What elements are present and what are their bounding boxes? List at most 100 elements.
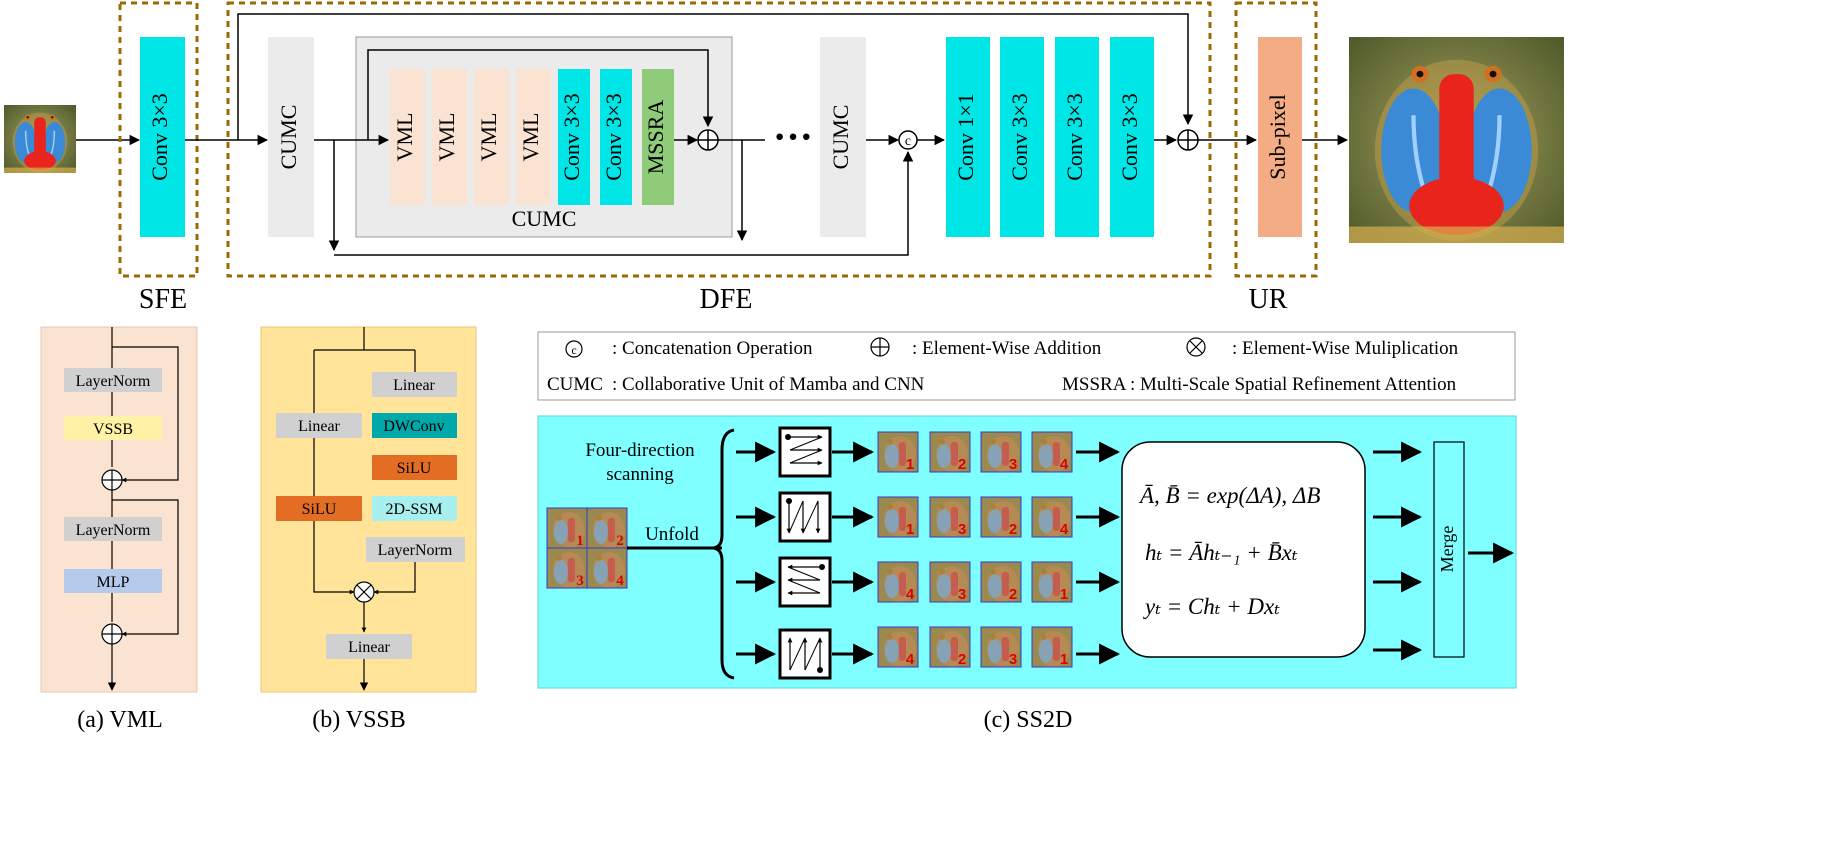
svg-text:SiLU: SiLU: [302, 501, 337, 518]
conv-right-1: [946, 37, 990, 237]
conv-right-label-3: Conv 3×3: [1062, 93, 1087, 181]
legend-mssra-def: : Multi-Scale Spatial Refinement Attenti…: [1130, 374, 1457, 395]
legend-concat: : Concatenation Operation: [612, 338, 813, 359]
patch-number: 2: [958, 651, 966, 668]
vssb-silu-left: [276, 496, 362, 521]
svg-text:MLP: MLP: [97, 574, 130, 591]
svg-text:LayerNorm: LayerNorm: [76, 522, 151, 539]
vssb-linear-left: [276, 413, 362, 438]
svg-text:Linear: Linear: [348, 639, 390, 656]
patch-border: [929, 431, 971, 473]
conv-right-label-4: Conv 3×3: [1117, 93, 1142, 181]
input-image: [4, 105, 76, 173]
add-legend-icon: [870, 337, 890, 357]
add-operator-main: [1177, 129, 1199, 151]
conv-right-2: [1000, 37, 1044, 237]
patch-border: [1031, 496, 1073, 538]
legend-mssra-key: MSSRA: [1062, 374, 1127, 395]
conv-inner-label-1: Conv 3×3: [559, 93, 584, 181]
patch-border: [980, 431, 1022, 473]
multiply-legend-icon: [1186, 337, 1206, 357]
vml-block-4: [516, 69, 551, 205]
ss2d-caption: (c) SS2D: [984, 707, 1073, 733]
cumc-left-label: CUMC: [276, 105, 301, 170]
vml-block-3: [474, 69, 509, 205]
vml-label-2: VML: [434, 113, 459, 162]
section-label-sfe: SFE: [139, 284, 187, 315]
svg-text:LayerNorm: LayerNorm: [378, 542, 453, 559]
ellipsis-dots: ···: [773, 114, 813, 159]
patch-number: 1: [906, 521, 914, 538]
patch-number: 4: [1060, 456, 1069, 473]
conv-right-3: [1055, 37, 1099, 237]
svg-text:1: 1: [576, 533, 584, 549]
svg-text:Linear: Linear: [393, 377, 435, 394]
patch-number: 3: [958, 586, 966, 603]
scan-label-1: Four-direction: [585, 440, 695, 461]
patch-number: 1: [1060, 586, 1068, 603]
patch-border: [929, 626, 971, 668]
top-pipeline: Conv 3×3 CUMC CUMC VML VML VML VML Conv …: [4, 1, 1564, 315]
vssb-linear-right: [372, 372, 457, 397]
patch-border: [929, 496, 971, 538]
scan-icon-3: [778, 556, 832, 608]
vssb-caption: (b) VSSB: [312, 707, 406, 733]
concat-operator: c: [898, 130, 918, 150]
patch-number: 2: [1009, 521, 1017, 538]
vml-panel: LayerNorm VSSB LayerNorm MLP (a) VML: [40, 326, 198, 733]
patch-number: 4: [906, 651, 915, 668]
vml-label-1: VML: [392, 113, 417, 162]
legend-cumc-key: CUMC: [547, 374, 603, 395]
conv-right-label-1: Conv 1×1: [953, 93, 978, 181]
vml-layernorm-2: [64, 517, 162, 541]
svg-text:3: 3: [576, 573, 584, 589]
equation-3: yₜ = Chₜ + Dxₜ: [1143, 594, 1280, 619]
equation-1: Ā, B̄ = exp(ΔA), ΔB: [1138, 483, 1320, 508]
vml-block-2: [432, 69, 467, 205]
cumc-left-block: [268, 37, 314, 237]
vssb-multiply: [353, 581, 375, 603]
cumc-inner-label: CUMC: [512, 206, 577, 231]
vssb-dwconv: [372, 413, 457, 438]
patch-number: 1: [1060, 651, 1068, 668]
svg-text:2: 2: [616, 533, 624, 549]
patch-border: [877, 626, 919, 668]
legend-mult: : Element-Wise Muliplication: [1232, 338, 1459, 359]
legend: c : Concatenation Operation : Element-Wi…: [537, 331, 1516, 401]
svg-text:SiLU: SiLU: [397, 460, 432, 477]
conv-sfe-block: [140, 37, 185, 237]
scan-icon-1: [778, 426, 832, 478]
svg-text:2D-SSM: 2D-SSM: [386, 501, 443, 518]
add-operator-inner: [697, 129, 719, 151]
patch-border: [980, 496, 1022, 538]
patch-border: [1031, 626, 1073, 668]
patch-number: 4: [1060, 521, 1069, 538]
vml-add-1: [101, 469, 123, 491]
vml-mlp: [64, 569, 162, 593]
vml-label-4: VML: [518, 113, 543, 162]
patch-number: 3: [1009, 651, 1017, 668]
conv-inner-1: [558, 69, 590, 205]
patch-border: [877, 431, 919, 473]
patch-number: 2: [1009, 586, 1017, 603]
section-label-ur: UR: [1249, 284, 1288, 315]
vml-caption: (a) VML: [77, 707, 163, 733]
unfold-label: Unfold: [645, 524, 699, 545]
svg-text:VSSB: VSSB: [93, 421, 133, 438]
conv-inner-label-2: Conv 3×3: [601, 93, 626, 181]
output-image: [1349, 37, 1564, 243]
patch-border: [929, 561, 971, 603]
patch-border: [1031, 431, 1073, 473]
patch-number: 1: [906, 456, 914, 473]
svg-text:Linear: Linear: [298, 418, 340, 435]
vml-vssb: [64, 416, 162, 440]
patch-border: [980, 626, 1022, 668]
subpixel-block: [1258, 37, 1302, 237]
conv-right-4: [1110, 37, 1154, 237]
scan-label-2: scanning: [606, 464, 674, 485]
patch-number: 3: [958, 521, 966, 538]
mssra-label: MSSRA: [643, 100, 668, 175]
vssb-linear-bottom: [326, 634, 412, 659]
mssra-block: [642, 69, 674, 205]
